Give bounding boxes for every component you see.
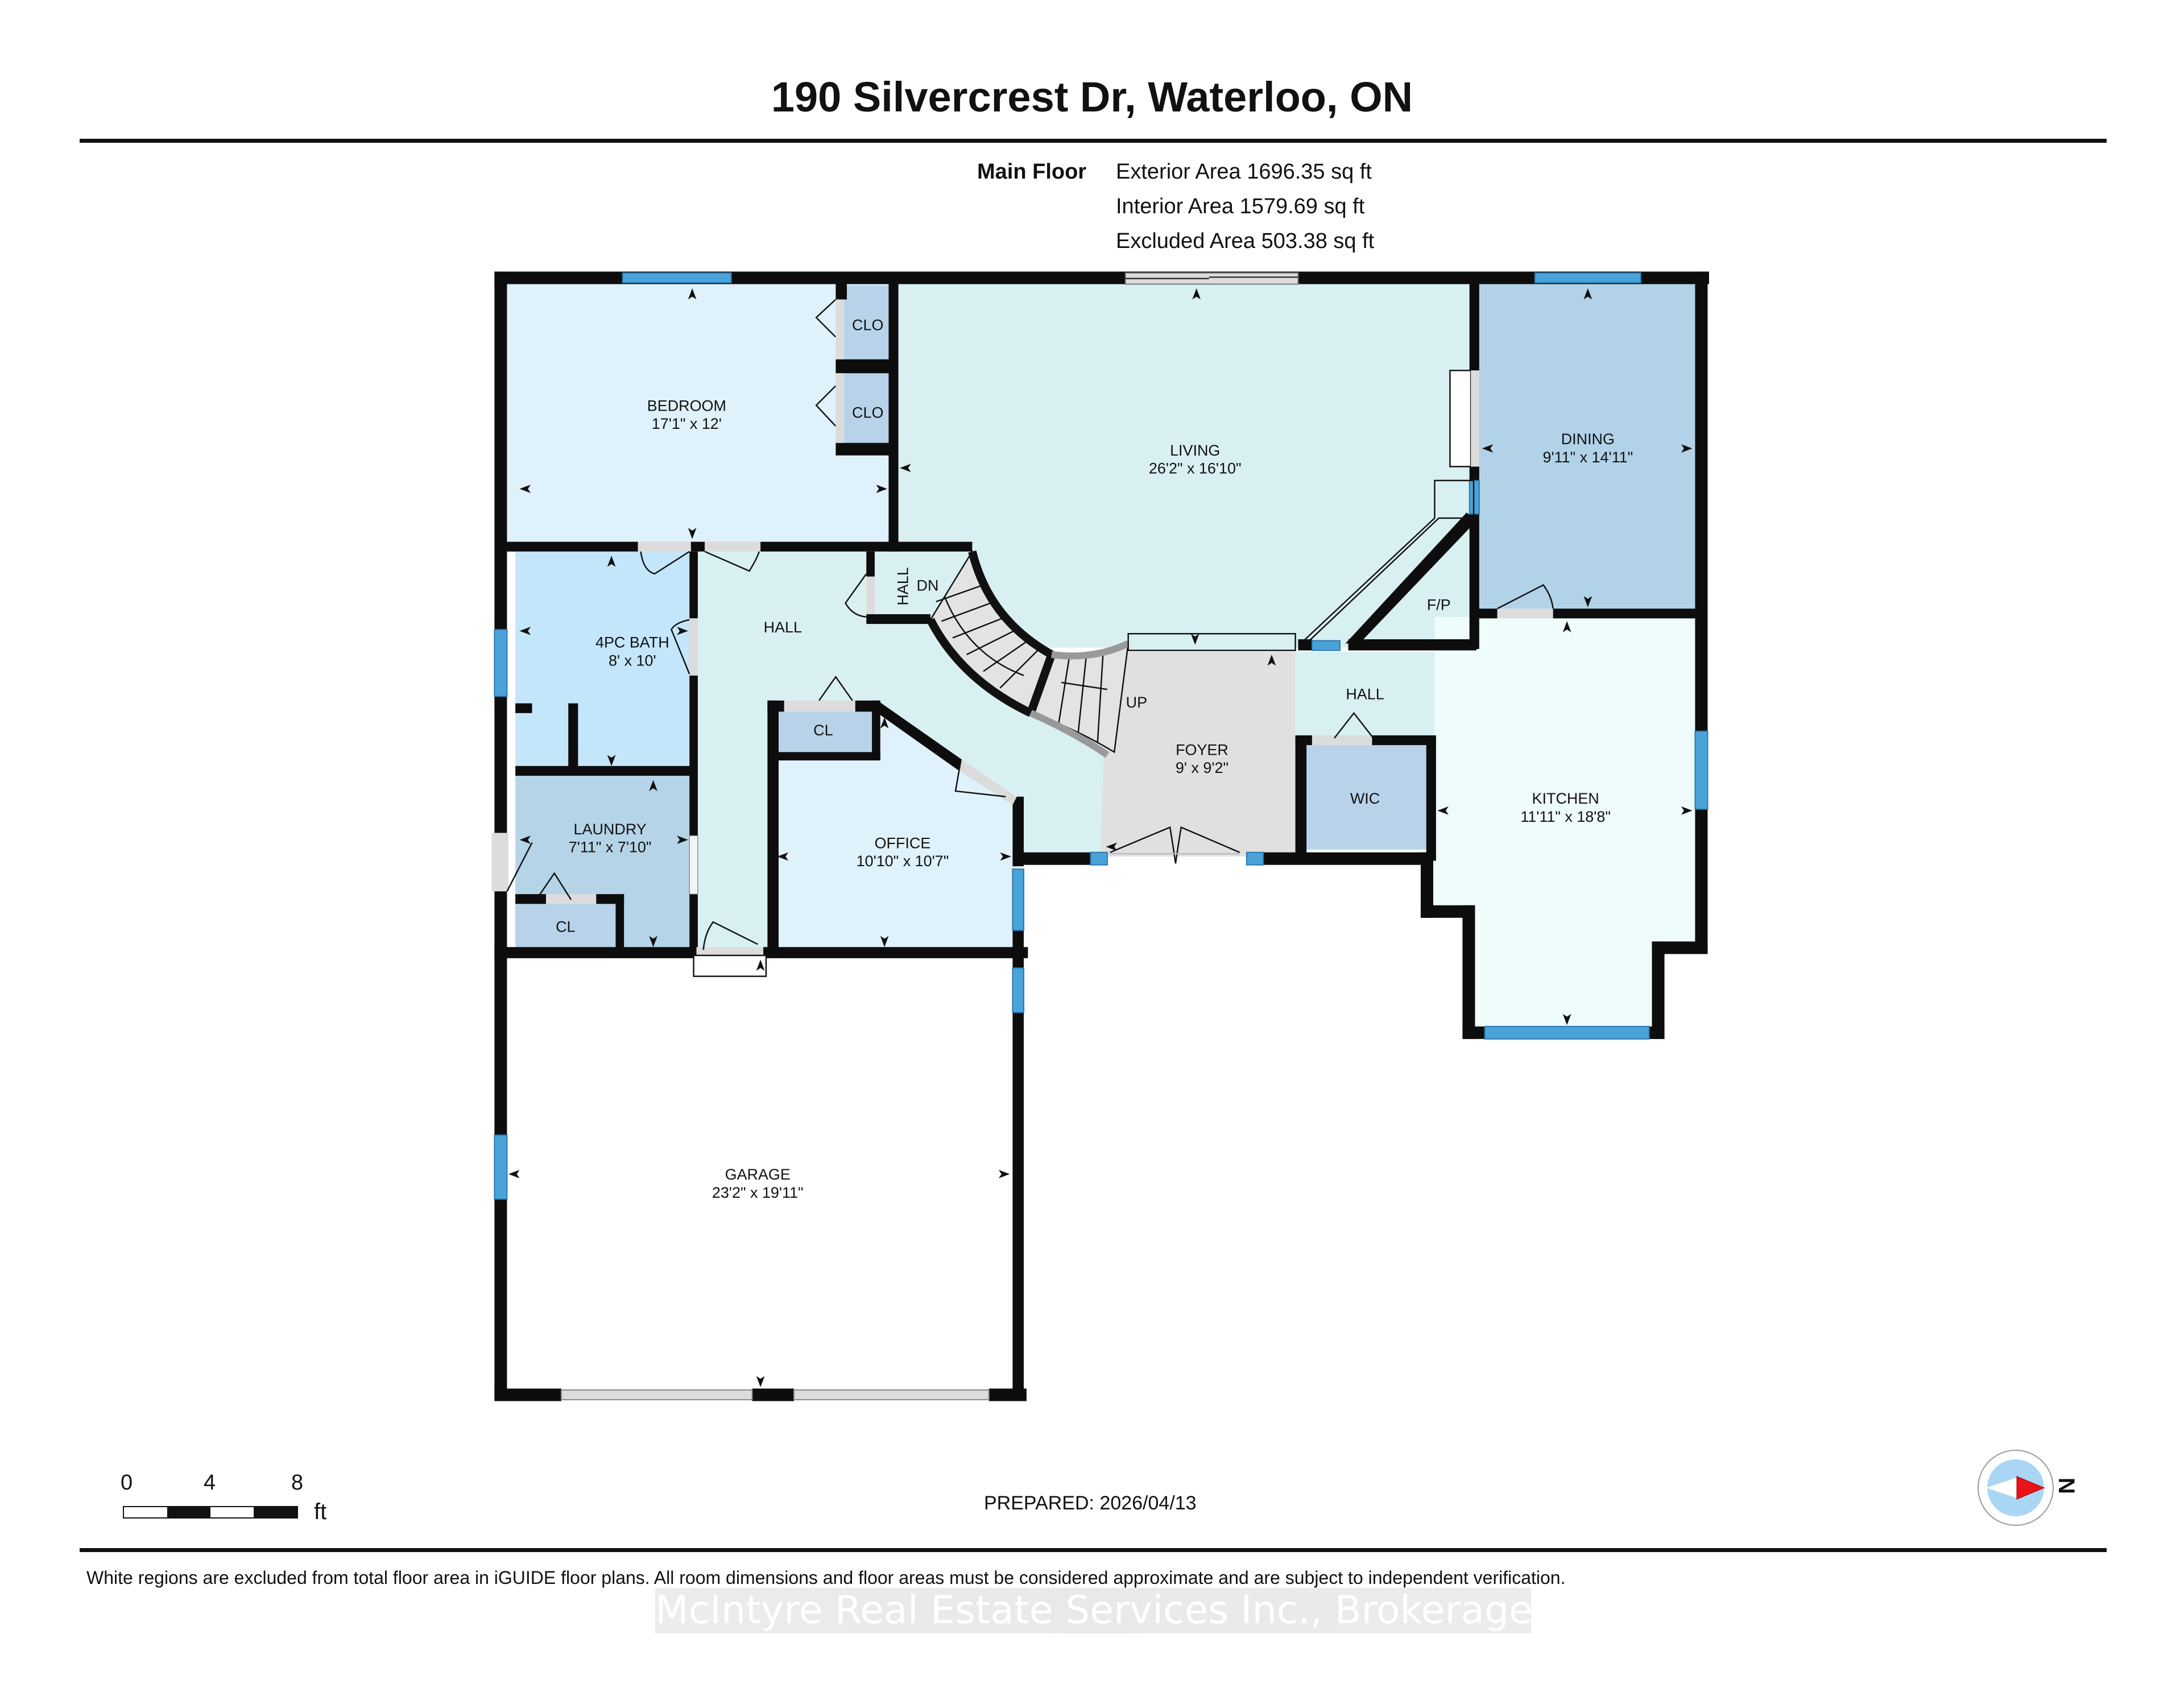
hall-east-fill	[1295, 652, 1435, 738]
room-dims-dining: 9'11" x 14'11"	[1543, 449, 1633, 466]
room-label-hall: HALL	[764, 619, 802, 636]
excluded-area: Excluded Area 503.38 sq ft	[1116, 229, 1375, 253]
room-dims-laundry: 7'11" x 7'10"	[569, 839, 652, 856]
scale-bar-graphic	[123, 1506, 298, 1519]
closet2-fill	[844, 373, 892, 452]
scale-unit: ft	[314, 1499, 327, 1524]
closet1-fill	[844, 286, 892, 364]
closet-label-1: CLO	[852, 316, 883, 333]
living-fill	[895, 283, 1472, 648]
doors	[491, 272, 1554, 1401]
room-label-foyer: FOYER	[1176, 741, 1228, 758]
staircase	[926, 549, 1130, 758]
disclaimer-text: White regions are excluded from total fl…	[86, 1567, 1566, 1588]
room-label-living: LIVING	[1170, 442, 1220, 459]
interior-area: Interior Area 1579.69 sq ft	[1116, 195, 1365, 218]
dimension-markers	[508, 288, 1693, 1388]
title-divider	[80, 139, 2107, 143]
kitchen-fill	[1434, 617, 1697, 1031]
page-title: 190 Silvercrest Dr, Waterloo, ON	[771, 73, 1413, 121]
windows	[494, 272, 1709, 1200]
bedroom-fill	[504, 283, 895, 548]
wic-fill	[1304, 745, 1429, 850]
wic-label: WIC	[1350, 790, 1380, 807]
fireplace-label: F/P	[1427, 597, 1451, 614]
compass-icon	[1978, 1450, 2054, 1526]
room-labels: BEDROOM 17'1" x 12' LIVING 26'2" x 16'10…	[556, 316, 1633, 1201]
room-dims-foyer: 9' x 9'2"	[1176, 759, 1228, 776]
room-label-kitchen: KITCHEN	[1532, 790, 1599, 807]
foyer-fill	[1100, 652, 1296, 857]
room-label-bedroom: BEDROOM	[647, 397, 726, 414]
room-label-laundry: LAUNDRY	[574, 821, 647, 838]
brokerage-watermark: McIntyre Real Estate Services Inc., Brok…	[655, 1588, 1533, 1633]
room-dims-office: 10'10" x 10'7"	[857, 853, 949, 870]
hall-closet-label: CL	[813, 722, 833, 739]
closet-label-2: CLO	[852, 404, 883, 421]
floor-label: Main Floor	[977, 160, 1087, 184]
room-label-hall-small: HALL	[895, 567, 912, 605]
compass-north-label: N	[2053, 1478, 2079, 1494]
scale-tick-8: 8	[291, 1471, 304, 1495]
scale-tick-0: 0	[121, 1471, 133, 1495]
room-label-hall-east: HALL	[1346, 685, 1384, 702]
prepared-date: PREPARED: 2026/04/13	[984, 1492, 1197, 1514]
dining-fill	[1476, 283, 1697, 614]
room-label-office: OFFICE	[875, 834, 931, 851]
room-label-garage: GARAGE	[725, 1166, 791, 1183]
hall-closet-fill	[773, 706, 874, 754]
room-dims-bedroom: 17'1" x 12'	[652, 415, 722, 432]
room-label-dining: DINING	[1561, 431, 1615, 448]
laundry-closet-fill	[515, 902, 616, 950]
laundry-closet-label: CL	[556, 918, 575, 935]
bath-fill	[515, 551, 693, 772]
room-dims-kitchen: 11'11" x 18'8"	[1520, 808, 1611, 825]
scale-tick-4: 4	[204, 1471, 216, 1495]
room-dims-living: 26'2" x 16'10"	[1149, 460, 1242, 477]
room-dims-bath: 8' x 10'	[609, 652, 656, 669]
stairs-down-label: DN	[917, 577, 939, 594]
office-fill	[773, 713, 1017, 950]
room-label-bath: 4PC BATH	[595, 634, 669, 651]
garage-fill	[504, 955, 1017, 1397]
stairs-up-label: UP	[1126, 694, 1147, 711]
exterior-area: Exterior Area 1696.35 sq ft	[1116, 160, 1372, 184]
room-dims-garage: 23'2" x 19'11"	[712, 1184, 804, 1201]
footer-divider	[80, 1548, 2107, 1552]
